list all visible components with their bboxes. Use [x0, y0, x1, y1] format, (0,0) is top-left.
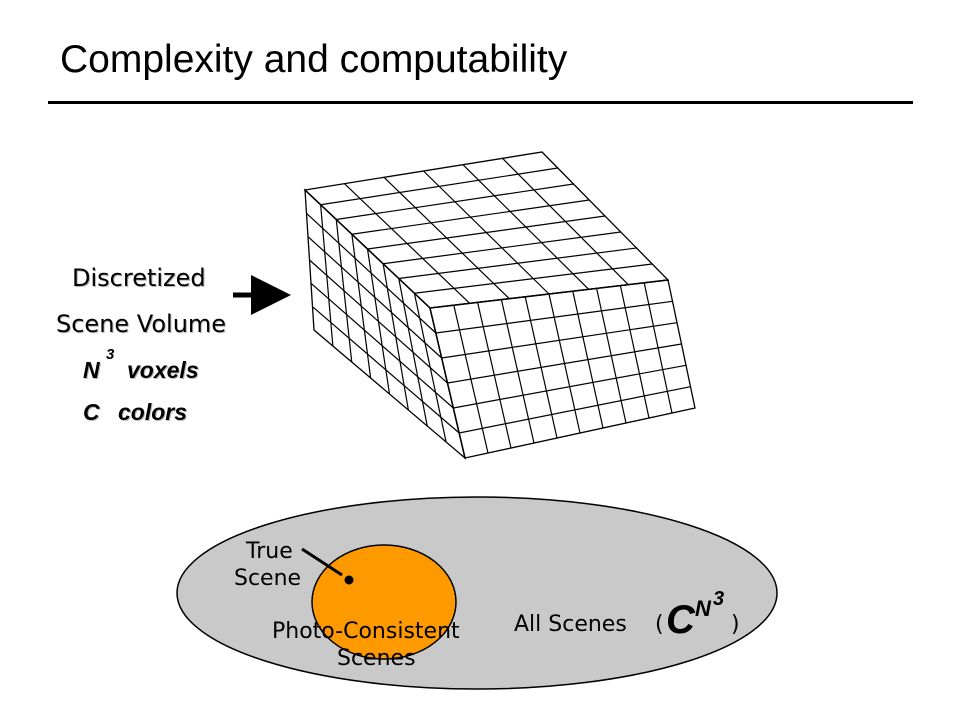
label-count-base: C [666, 598, 695, 642]
voxel-front-gridline [453, 364, 687, 409]
label-count-exponent-base: N [695, 596, 711, 621]
label-photo-consistent: Photo-Consistent [272, 619, 460, 644]
voxel-top-gridline [423, 170, 550, 295]
voxel-top-gridline [383, 176, 510, 300]
label-voxels-base: N [83, 357, 100, 383]
label-colors-base: C [83, 399, 100, 425]
voxel-left-gridline [310, 282, 454, 409]
label-voxels-exponent: 3 [106, 346, 115, 363]
voxel-edge [304, 189, 431, 309]
photo-consistent-ellipse [311, 544, 457, 660]
voxel-top-gridline [344, 183, 471, 304]
true-scene-dot [344, 575, 354, 585]
label-voxels-word: voxels [127, 357, 199, 383]
page-title: Complexity and computability [60, 38, 568, 81]
voxel-left-gridline [307, 236, 443, 359]
voxel-front-gridline [441, 322, 678, 359]
all-scenes-ellipse [176, 496, 778, 690]
voxel-left-gridline [306, 212, 437, 334]
voxel-edge [429, 307, 466, 459]
label-count-exponent-power: 3 [713, 588, 725, 610]
voxel-front-gridline [435, 300, 673, 334]
voxel-edge [429, 279, 669, 309]
label-scene: Scene [234, 566, 302, 591]
title-divider [48, 101, 913, 104]
true-scene-pointer [301, 547, 343, 577]
voxel-front-gridline [447, 343, 682, 384]
label-close-paren: ) [731, 612, 740, 637]
label-true: True [246, 539, 293, 564]
voxel-grid [303, 151, 696, 460]
label-open-paren: ( [655, 612, 664, 637]
voxel-left-gridline [309, 259, 448, 384]
label-all-scenes: All Scenes [514, 612, 627, 637]
label-discretized: Discretized [72, 264, 206, 292]
label-scene-volume: Scene Volume [56, 310, 227, 338]
label-scenes: Scenes [337, 646, 416, 671]
voxel-left-gridline [312, 306, 460, 434]
voxel-top-gridline [462, 164, 590, 290]
voxel-top-gridline [502, 157, 629, 286]
label-colors-word: colors [118, 399, 188, 425]
voxel-front-gridline [459, 386, 691, 434]
